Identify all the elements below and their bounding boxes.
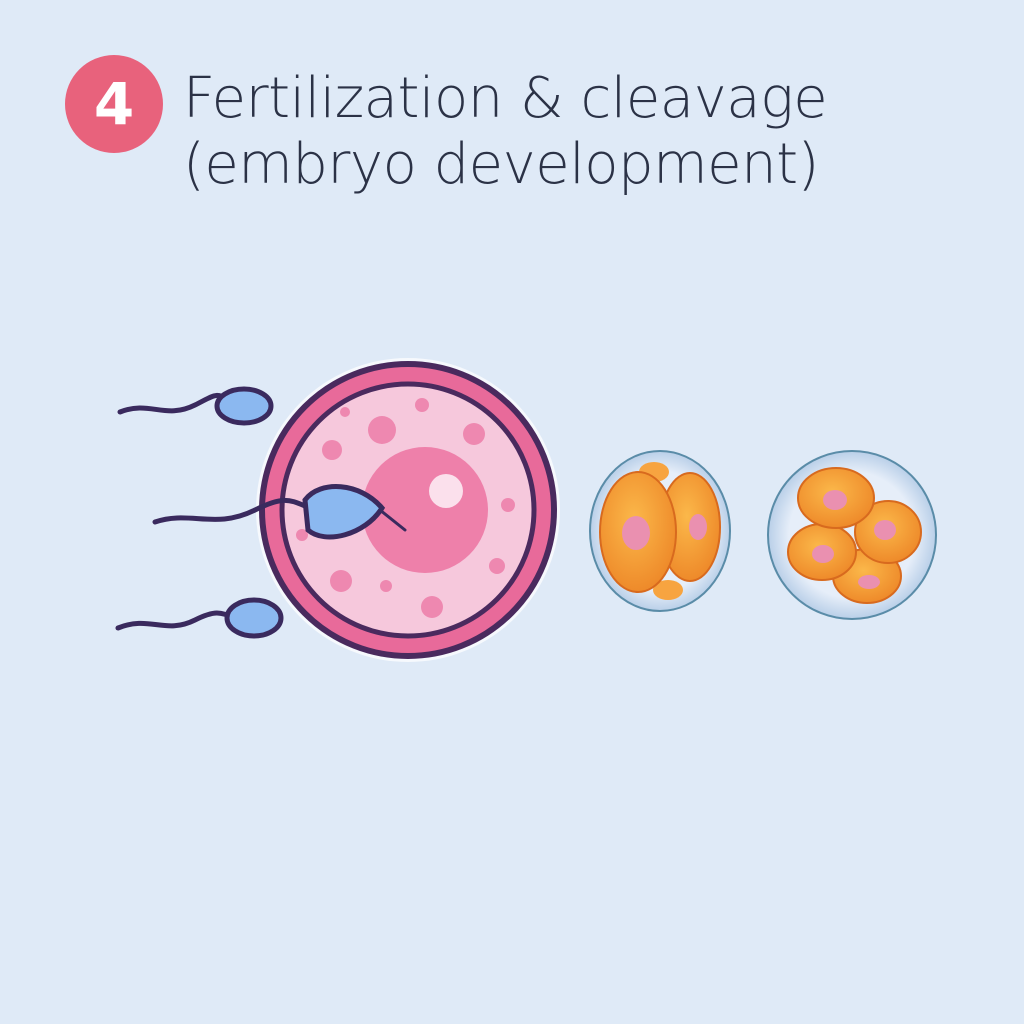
- title-line-1: Fertilization & cleavage: [183, 66, 828, 131]
- two-cell-embryo-icon: [589, 450, 731, 612]
- egg-cell-icon: [256, 358, 560, 662]
- step-number-badge: 4: [65, 55, 163, 153]
- four-cell-embryo-icon: [767, 450, 937, 620]
- title-line-2: (embryo development): [183, 132, 819, 197]
- sperm-icon: [115, 597, 284, 639]
- sperm-icon: [117, 386, 274, 426]
- sperm-icon: [152, 484, 407, 540]
- page-title: Fertilization & cleavage (embryo develop…: [183, 66, 828, 198]
